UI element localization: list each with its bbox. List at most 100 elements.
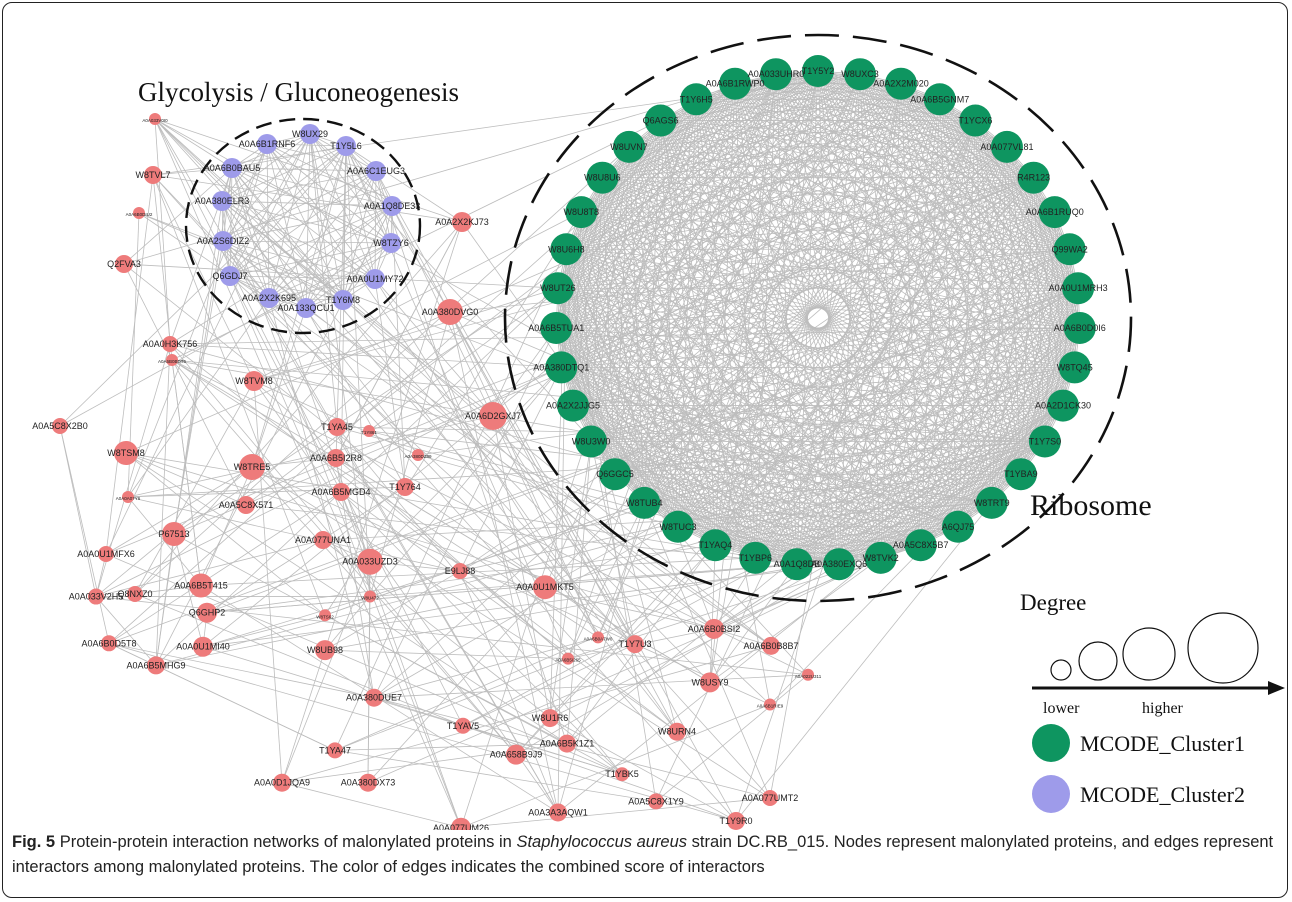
node-w8u8t8[interactable] — [565, 196, 598, 229]
node-a0a3a3aqw1[interactable] — [549, 803, 567, 822]
node-a0a6b5t415[interactable] — [189, 573, 213, 598]
node-t1ybk5[interactable] — [615, 767, 629, 782]
node-a0a0h3k756[interactable] — [162, 336, 178, 352]
node-e9lj88[interactable] — [452, 563, 468, 580]
node-w8u6h8[interactable] — [550, 233, 583, 266]
node-a0a6c1eug3[interactable] — [366, 161, 386, 181]
node-r4r123[interactable] — [1017, 161, 1050, 194]
node-t1y7s0[interactable] — [1028, 425, 1061, 458]
node-q6gdj7[interactable] — [220, 266, 240, 286]
node-a0a5c8x1y9[interactable] — [648, 793, 664, 810]
node-a0a6b0a7w0[interactable] — [592, 631, 604, 644]
node-a0a380due7[interactable] — [365, 688, 383, 707]
node-a0a6b5k1z1[interactable] — [558, 734, 576, 753]
node-a0a380elr3[interactable] — [212, 191, 232, 211]
node-a0a6b5mgd4[interactable] — [332, 483, 350, 501]
node-a0a380dx73[interactable] — [359, 773, 377, 792]
node-t1yba9[interactable] — [1004, 458, 1037, 491]
node-q6ggc5[interactable] — [599, 458, 632, 491]
node-q2fva3[interactable] — [115, 255, 133, 273]
node-w8tvk2[interactable] — [864, 541, 897, 574]
node-t1ya47[interactable] — [327, 742, 343, 759]
node-a0a6b0bsi2[interactable] — [704, 618, 724, 639]
node-a0a6b0b8b7[interactable] — [762, 636, 780, 655]
node-w8usy9[interactable] — [700, 672, 720, 693]
node-a0a0d1jqa9[interactable] — [273, 773, 291, 792]
node-t1y861[interactable] — [363, 425, 375, 437]
node-a0a6b1rnf6[interactable] — [257, 134, 277, 154]
node-w8tub4[interactable] — [628, 486, 661, 519]
node-w8tvm8[interactable] — [244, 371, 264, 391]
node-a0a6b5i2r8[interactable] — [327, 449, 345, 467]
node-w8tsm8[interactable] — [114, 441, 138, 465]
node-w8uvn7[interactable] — [613, 130, 646, 163]
node-w8u3w0[interactable] — [575, 425, 608, 458]
node-a0a6b5gnm7[interactable] — [923, 83, 956, 116]
node-a0a658b9j9[interactable] — [506, 744, 526, 765]
node-a0a0u1mfx6[interactable] — [98, 546, 114, 562]
node-w8tuc3[interactable] — [661, 510, 694, 543]
node-a0a380dvg0[interactable] — [437, 299, 463, 325]
node-a6qj75[interactable] — [942, 510, 975, 543]
node-a0a5c8x571[interactable] — [237, 496, 255, 514]
node-a0a6b1rie9[interactable] — [764, 698, 776, 711]
node-a0a077vl81[interactable] — [990, 130, 1023, 163]
node-a0a6d2gxj7[interactable] — [479, 402, 507, 430]
node-a0a1q8de33[interactable] — [382, 196, 402, 216]
node-t1ya45[interactable] — [328, 418, 346, 436]
node-a0a133qcu1[interactable] — [296, 298, 316, 318]
node-t1yaq4[interactable] — [699, 529, 732, 562]
node-w8tzy6[interactable] — [381, 233, 401, 253]
node-t1y5y2[interactable] — [802, 55, 834, 87]
node-a0a033uzd3[interactable] — [357, 548, 383, 575]
node-w8uxc3[interactable] — [844, 58, 877, 91]
node-a0a6b0d0i6[interactable] — [1063, 311, 1096, 344]
node-w8u472[interactable] — [364, 590, 376, 603]
node-t1y6m8[interactable] — [333, 290, 353, 310]
node-q99wa2[interactable] — [1053, 233, 1086, 266]
node-a0a0u1my72[interactable] — [365, 269, 385, 289]
node-a0a0u1mi40[interactable] — [193, 636, 213, 657]
node-w8tvl7[interactable] — [144, 166, 162, 184]
node-t1y9r0[interactable] — [727, 811, 745, 830]
node-a0a033uhr0[interactable] — [759, 58, 792, 91]
node-t1y6h5[interactable] — [680, 83, 713, 116]
node-w8tre5[interactable] — [239, 454, 265, 480]
node-w8tq45[interactable] — [1058, 351, 1091, 384]
node-a0a6b0diu2[interactable] — [133, 207, 145, 219]
node-w8ub98[interactable] — [315, 640, 335, 661]
node-a0a5c8x5b7[interactable] — [904, 529, 937, 562]
node-q6ags6[interactable] — [644, 104, 677, 137]
node-a0a6b1ruq0[interactable] — [1038, 196, 1071, 229]
node-t1y7u3[interactable] — [626, 635, 644, 654]
node-a0a6b0d5t8[interactable] — [101, 635, 117, 652]
node-q6ghp2[interactable] — [197, 602, 217, 623]
node-t1y764[interactable] — [396, 478, 414, 496]
node-a0a077umt2[interactable] — [762, 790, 778, 806]
node-w8ts62[interactable] — [319, 609, 331, 622]
node-a0a033v2h5[interactable] — [88, 588, 104, 605]
node-a0a6b5mhg9[interactable] — [147, 656, 165, 675]
node-a0a1q8db[interactable] — [780, 548, 813, 581]
node-a0a0u1mrh3[interactable] — [1062, 272, 1095, 305]
node-a0a033v0i0[interactable] — [149, 113, 161, 125]
node-t1ycx6[interactable] — [959, 104, 992, 137]
node-a0a0u1mkt5[interactable] — [533, 575, 557, 600]
node-a0a6b1rwp0[interactable] — [719, 67, 752, 100]
node-a0a6b0bau5[interactable] — [222, 158, 242, 178]
node-a0a6b5i265[interactable] — [562, 652, 574, 665]
node-a0a077una1[interactable] — [314, 531, 332, 549]
node-a0a6b5tua1[interactable] — [540, 311, 573, 344]
node-a0a2s6diz2[interactable] — [213, 231, 233, 251]
node-a0a0a07y6[interactable] — [122, 491, 134, 503]
node-w8u8u6[interactable] — [586, 161, 619, 194]
node-a0a380dtq1[interactable] — [545, 351, 578, 384]
node-a0a2x2k695[interactable] — [259, 288, 279, 308]
node-q8nxz0[interactable] — [127, 586, 143, 602]
node-a0a2x2m020[interactable] — [884, 67, 917, 100]
node-a0a5c8x2b0[interactable] — [52, 418, 68, 434]
node-w8trt9[interactable] — [975, 486, 1008, 519]
node-w8ux29[interactable] — [300, 124, 320, 144]
node-a0a380dz89[interactable] — [412, 449, 424, 461]
node-a0a6b0bdt6[interactable] — [166, 354, 178, 366]
